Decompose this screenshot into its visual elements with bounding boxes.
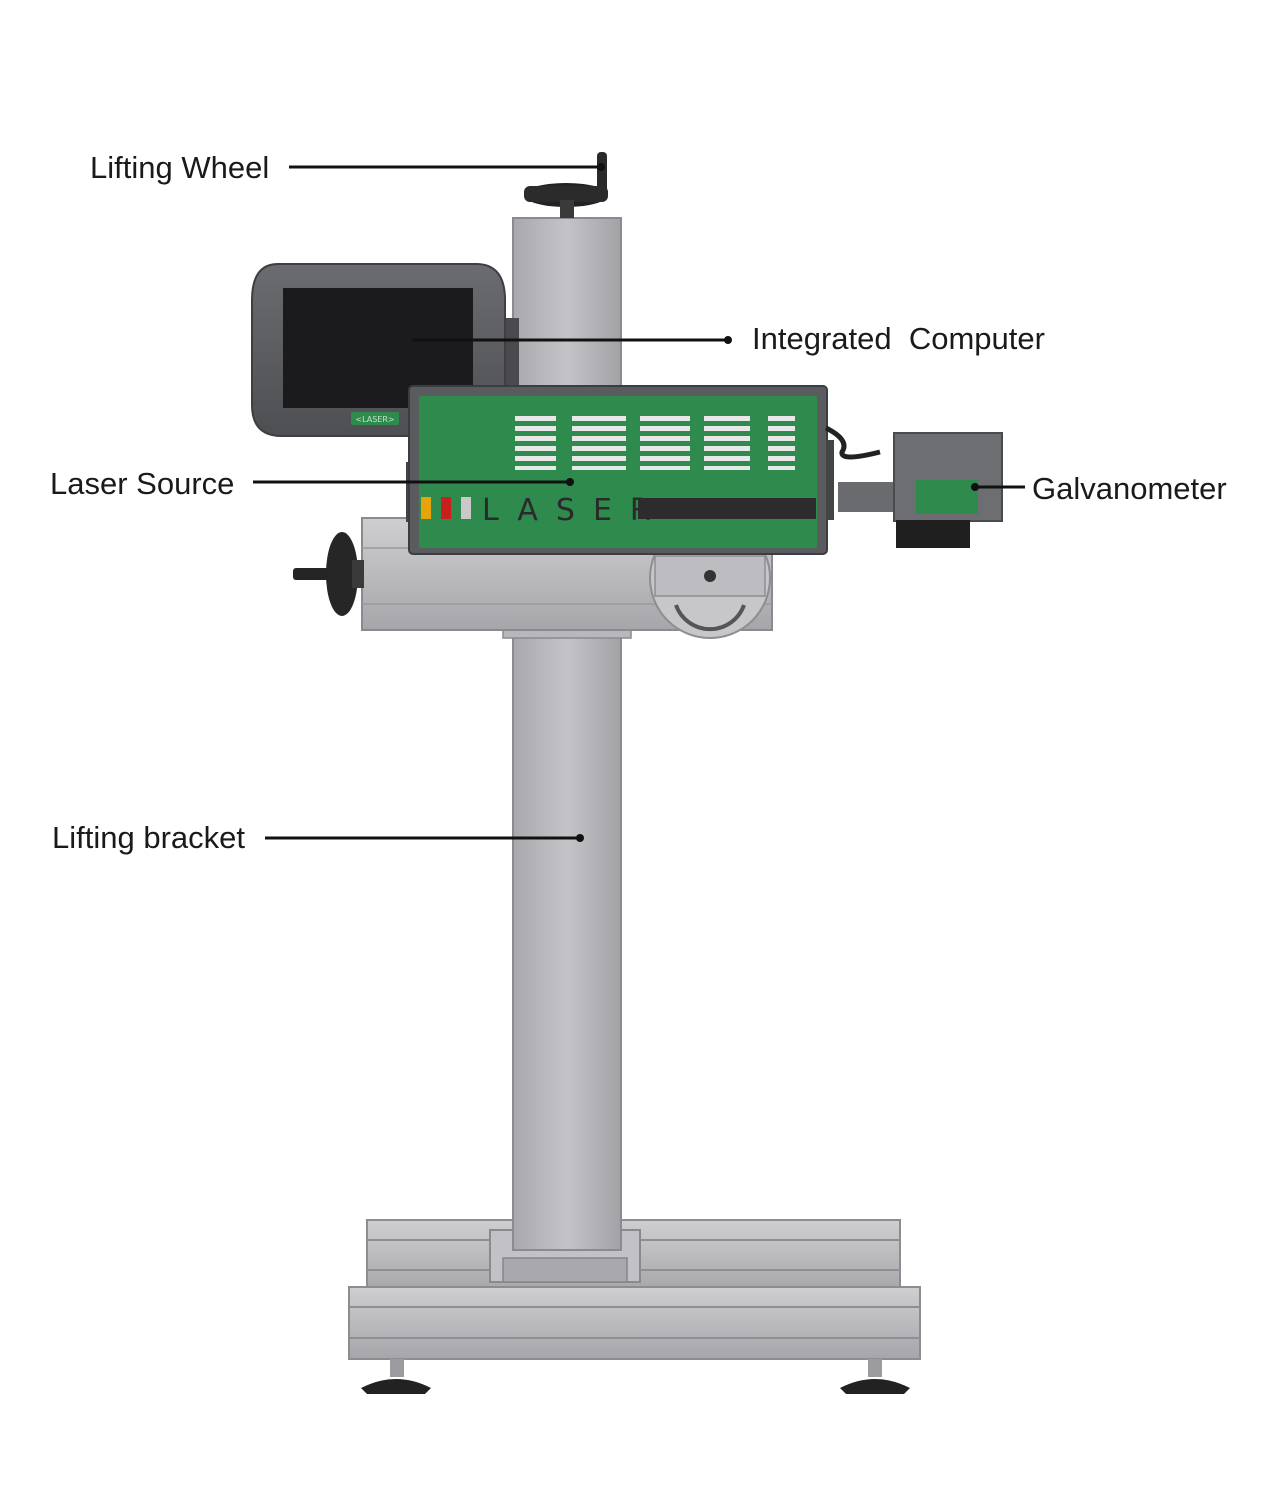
callout-laser-source: Laser Source (50, 466, 574, 501)
callout-integrated-computer: Integrated Computer (412, 321, 1045, 356)
base-frame (348, 1219, 921, 1360)
galvanometer (824, 425, 1003, 548)
vent-grille (515, 416, 795, 470)
screen-badge (351, 412, 399, 425)
callout-galvanometer: Galvanometer (971, 471, 1227, 506)
lifting-wheel[interactable] (524, 152, 608, 218)
label-galvanometer: Galvanometer (1032, 471, 1227, 506)
arm-adjust-knob[interactable] (293, 532, 364, 616)
callout-lifting-wheel: Lifting Wheel (90, 150, 605, 185)
callout-lifting-bracket: Lifting bracket (52, 820, 584, 855)
label-lifting-bracket: Lifting bracket (52, 820, 245, 855)
display-strip (638, 498, 816, 519)
label-laser-source: Laser Source (50, 466, 234, 501)
label-integrated-computer: Integrated Computer (752, 321, 1045, 356)
lifting-bracket-column (502, 627, 632, 1251)
indicator-yellow (421, 497, 431, 519)
brand-text: LASER (482, 493, 669, 528)
indicator-red (441, 497, 451, 519)
label-lifting-wheel: Lifting Wheel (90, 150, 269, 185)
vent-cutouts (556, 410, 768, 474)
indicator-gray (461, 497, 471, 519)
screen-badge-text: <LASER> (355, 415, 394, 424)
laser-source: LASER (406, 385, 828, 555)
leveling-feet (361, 1359, 910, 1394)
